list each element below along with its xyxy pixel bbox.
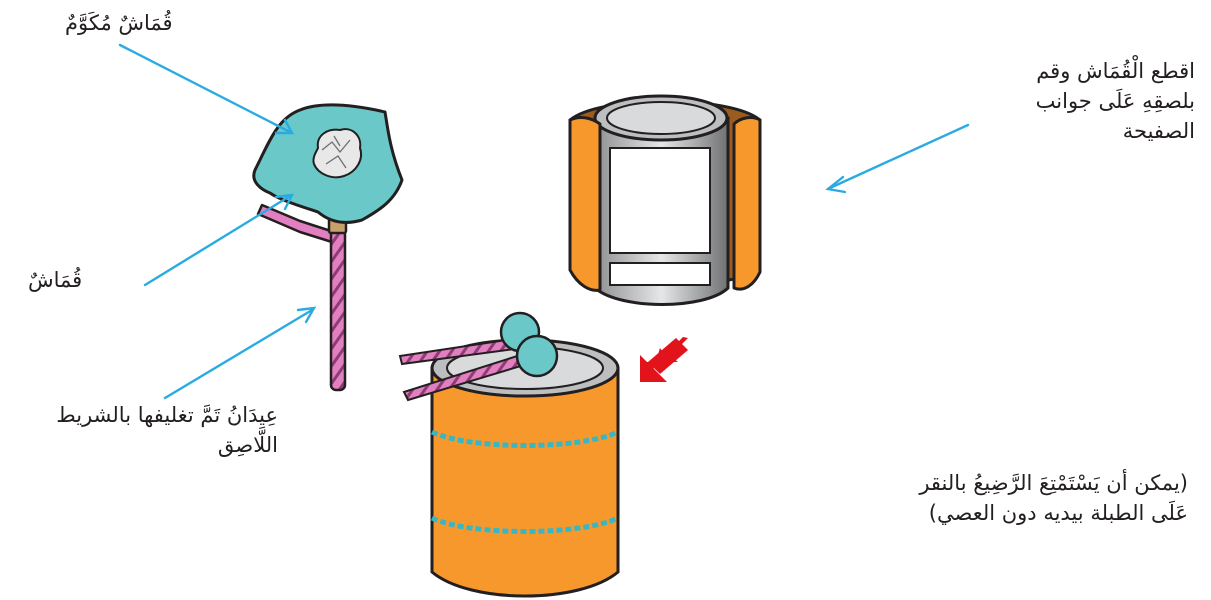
red-arrow-icon (640, 337, 688, 382)
label-cut-fabric: اقطع الْقُمَاش وقم بلصقِهِ عَلَى جوانب ا… (985, 56, 1195, 146)
label-baby-note: (يمكن أن يَسْتَمْتِعَ الرَّضِيعُ بالنقر … (808, 468, 1188, 528)
can-with-fabric (570, 96, 760, 305)
label-fabric: قُمَاشٌ (28, 265, 82, 295)
drumstick-with-fabric (254, 105, 402, 390)
label-sticks: عِيدَانُ تَمَّ تغليفها بالشريط اللَّاصِق (8, 400, 278, 460)
label-crumpled-fabric: قُمَاشٌ مُكَوَّمٌ (65, 8, 173, 38)
crumpled-paper-icon (313, 129, 361, 177)
drum (400, 313, 618, 596)
